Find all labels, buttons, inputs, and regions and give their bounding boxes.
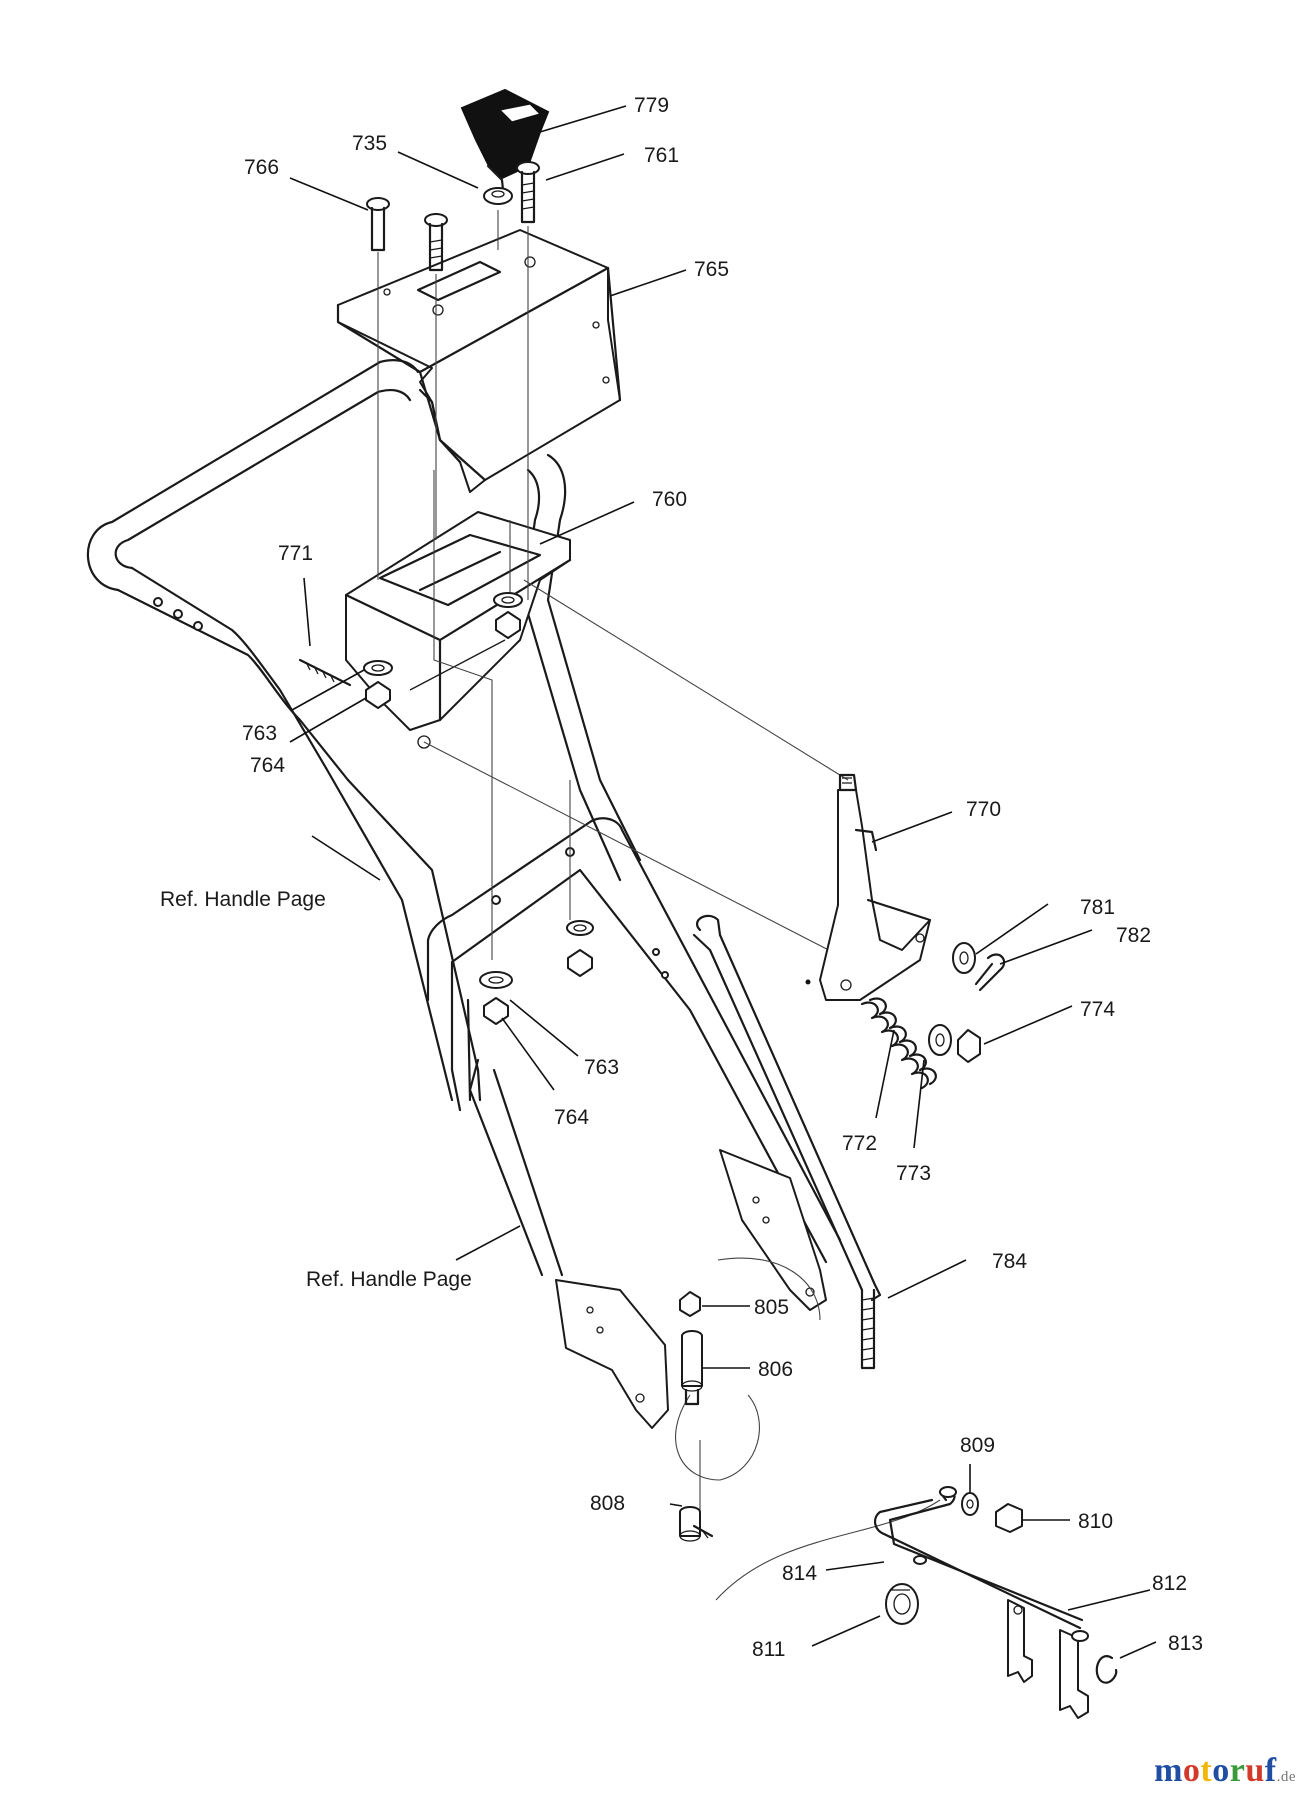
- washers-763-764-upper: [363, 592, 523, 709]
- label-812: 812: [1152, 1572, 1187, 1595]
- ref-handle-page-upper: Ref. Handle Page: [160, 888, 326, 911]
- ferrule-808: [679, 1506, 714, 1542]
- label-808: 808: [590, 1492, 625, 1515]
- hairpin-782: [974, 953, 1006, 992]
- shift-shaft-812: [874, 1486, 1089, 1719]
- label-760: 760: [652, 488, 687, 511]
- label-813: 813: [1168, 1632, 1203, 1655]
- watermark-letters: motoruf: [1154, 1752, 1277, 1789]
- label-782: 782: [1116, 924, 1151, 947]
- label-806: 806: [758, 1358, 793, 1381]
- label-765: 765: [694, 258, 729, 281]
- washer-781: [952, 942, 976, 974]
- nut-735: [483, 187, 513, 205]
- alignment-lines: [377, 210, 941, 1601]
- label-735: 735: [352, 132, 387, 155]
- shift-knob-779: [460, 88, 550, 202]
- watermark-letter: o: [1182, 1752, 1201, 1789]
- label-773: 773: [896, 1162, 931, 1185]
- nut-805: [679, 1291, 701, 1317]
- label-771: 771: [278, 542, 313, 565]
- lower-handle: [426, 817, 842, 1429]
- label-779: 779: [634, 94, 669, 117]
- carriage-bolt-761: [516, 161, 540, 224]
- watermark-letter: t: [1200, 1752, 1213, 1789]
- washers-763-764-lower: [479, 920, 594, 1025]
- label-763-upper: 763: [242, 722, 277, 745]
- label-764-upper: 764: [250, 754, 285, 777]
- label-764-lower: 764: [554, 1106, 589, 1129]
- label-781: 781: [1080, 896, 1115, 919]
- label-770: 770: [966, 798, 1001, 821]
- label-814: 814: [782, 1562, 817, 1585]
- rod-784: [692, 914, 882, 1370]
- washer-809: [961, 1492, 979, 1516]
- spacer-806: [681, 1330, 703, 1406]
- label-774: 774: [1080, 998, 1115, 1021]
- nut-774: [957, 1029, 981, 1063]
- bracket-760: [344, 511, 572, 749]
- clip-813: [1095, 1655, 1118, 1684]
- washer-773: [928, 1024, 952, 1056]
- motoruf-watermark: motoruf.de: [1154, 1752, 1296, 1790]
- label-805: 805: [754, 1296, 789, 1319]
- bushing-811: [885, 1583, 919, 1625]
- label-772: 772: [842, 1132, 877, 1155]
- spring-772: [860, 997, 937, 1090]
- label-811: 811: [752, 1638, 785, 1661]
- part-labels: 779 735 761 766 765 760 771 763 764 770 …: [160, 94, 1203, 1661]
- watermark-letter: f: [1264, 1752, 1277, 1789]
- watermark-letter: r: [1229, 1752, 1246, 1789]
- leader-lines: [289, 105, 1157, 1659]
- stud-771: [298, 658, 352, 687]
- watermark-letter: m: [1154, 1752, 1183, 1789]
- upper-handle: [86, 359, 642, 1102]
- label-809: 809: [960, 1434, 995, 1457]
- ref-handle-page-lower: Ref. Handle Page: [306, 1268, 472, 1291]
- label-761: 761: [644, 144, 679, 167]
- watermark-suffix: .de: [1276, 1769, 1296, 1785]
- watermark-letter: u: [1245, 1752, 1265, 1789]
- label-766: 766: [244, 156, 279, 179]
- watermark-letter: o: [1212, 1752, 1230, 1789]
- label-784: 784: [992, 1250, 1027, 1273]
- nut-810: [995, 1503, 1023, 1533]
- label-810: 810: [1078, 1510, 1113, 1533]
- carriage-bolt-766: [366, 197, 448, 272]
- shift-plate-765: [336, 229, 622, 493]
- shift-lever-770: [805, 773, 932, 1001]
- label-763-lower: 763: [584, 1056, 619, 1079]
